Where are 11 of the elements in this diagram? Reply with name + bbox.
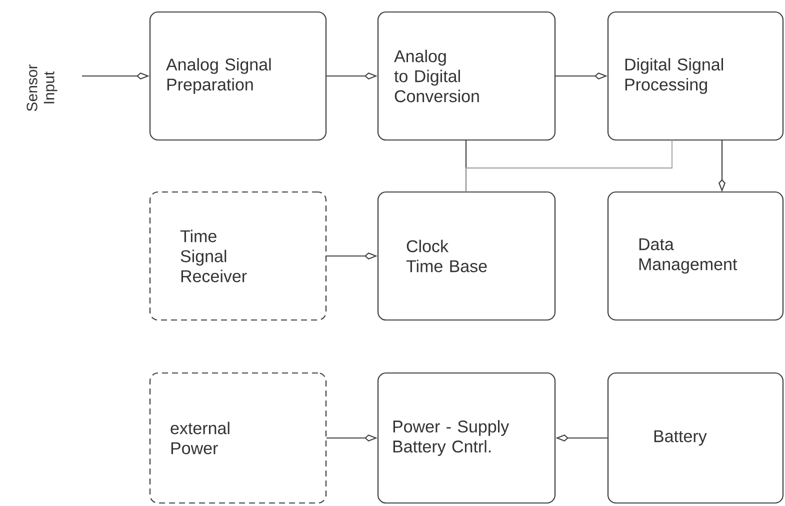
process-box: Clock Time Base (377, 191, 556, 321)
process-box: Data Management (607, 191, 784, 321)
process-box: Battery (607, 372, 784, 504)
process-box: Power - Supply Battery Cntrl. (377, 372, 556, 504)
input-label: Sensor Input (26, 64, 58, 112)
process-box: Digital Signal Processing (607, 11, 784, 141)
process-box: Analog to Digital Conversion (377, 11, 556, 141)
connector-line (466, 140, 672, 192)
process-box: Analog Signal Preparation (149, 11, 327, 141)
dashed-box: external Power (149, 372, 327, 504)
dashed-box: Time Signal Receiver (149, 191, 327, 321)
